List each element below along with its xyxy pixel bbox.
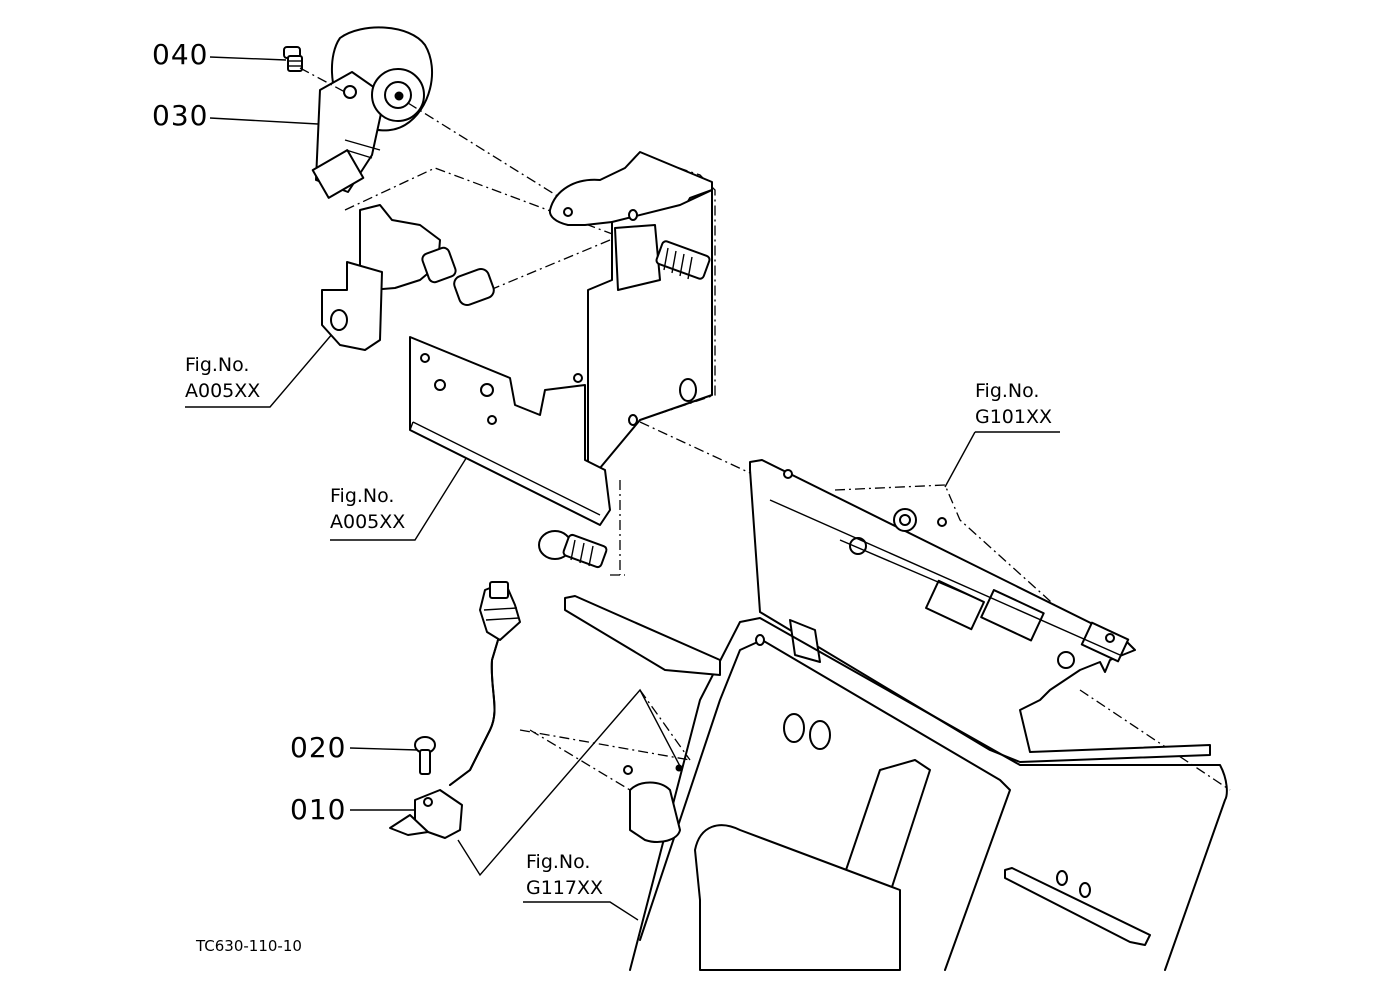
fig-ref-a005-upper: Fig.No. A005XX (185, 352, 260, 404)
bracket-lower-a005 (409, 336, 611, 526)
fig-ref-a005-upper-line2: A005XX (185, 380, 261, 402)
fig-ref-g117-line1: Fig.No. (526, 851, 591, 873)
fig-ref-a005-lower: Fig.No. A005XX (330, 483, 405, 535)
main-bracket (548, 151, 713, 469)
bolt (538, 530, 608, 569)
fig-ref-g101-line2: G101XX (975, 406, 1053, 428)
screw-040 (283, 46, 303, 72)
bracket-upper-a005 (321, 204, 495, 351)
frame-column-g117 (529, 595, 1228, 971)
fig-ref-g101-line1: Fig.No. (975, 380, 1040, 402)
leader-lines (185, 56, 1060, 921)
fig-ref-g101: Fig.No. G101XX (975, 378, 1052, 430)
fig-ref-g117: Fig.No. G117XX (526, 849, 603, 901)
fig-ref-a005-upper-line1: Fig.No. (185, 354, 250, 376)
fig-ref-a005-lower-line1: Fig.No. (330, 485, 395, 507)
fig-ref-g117-line2: G117XX (526, 877, 604, 899)
part-label-040: 040 (152, 38, 209, 71)
sensor-030 (311, 26, 434, 199)
part-label-020: 020 (290, 731, 347, 764)
switch-harness-010 (389, 581, 521, 839)
fig-ref-a005-lower-line2: A005XX (330, 511, 406, 533)
drawing-code: TC630-110-10 (196, 937, 302, 955)
part-label-030: 030 (152, 99, 209, 132)
part-label-010: 010 (290, 793, 347, 826)
frame-plate-g101 (749, 459, 1211, 763)
